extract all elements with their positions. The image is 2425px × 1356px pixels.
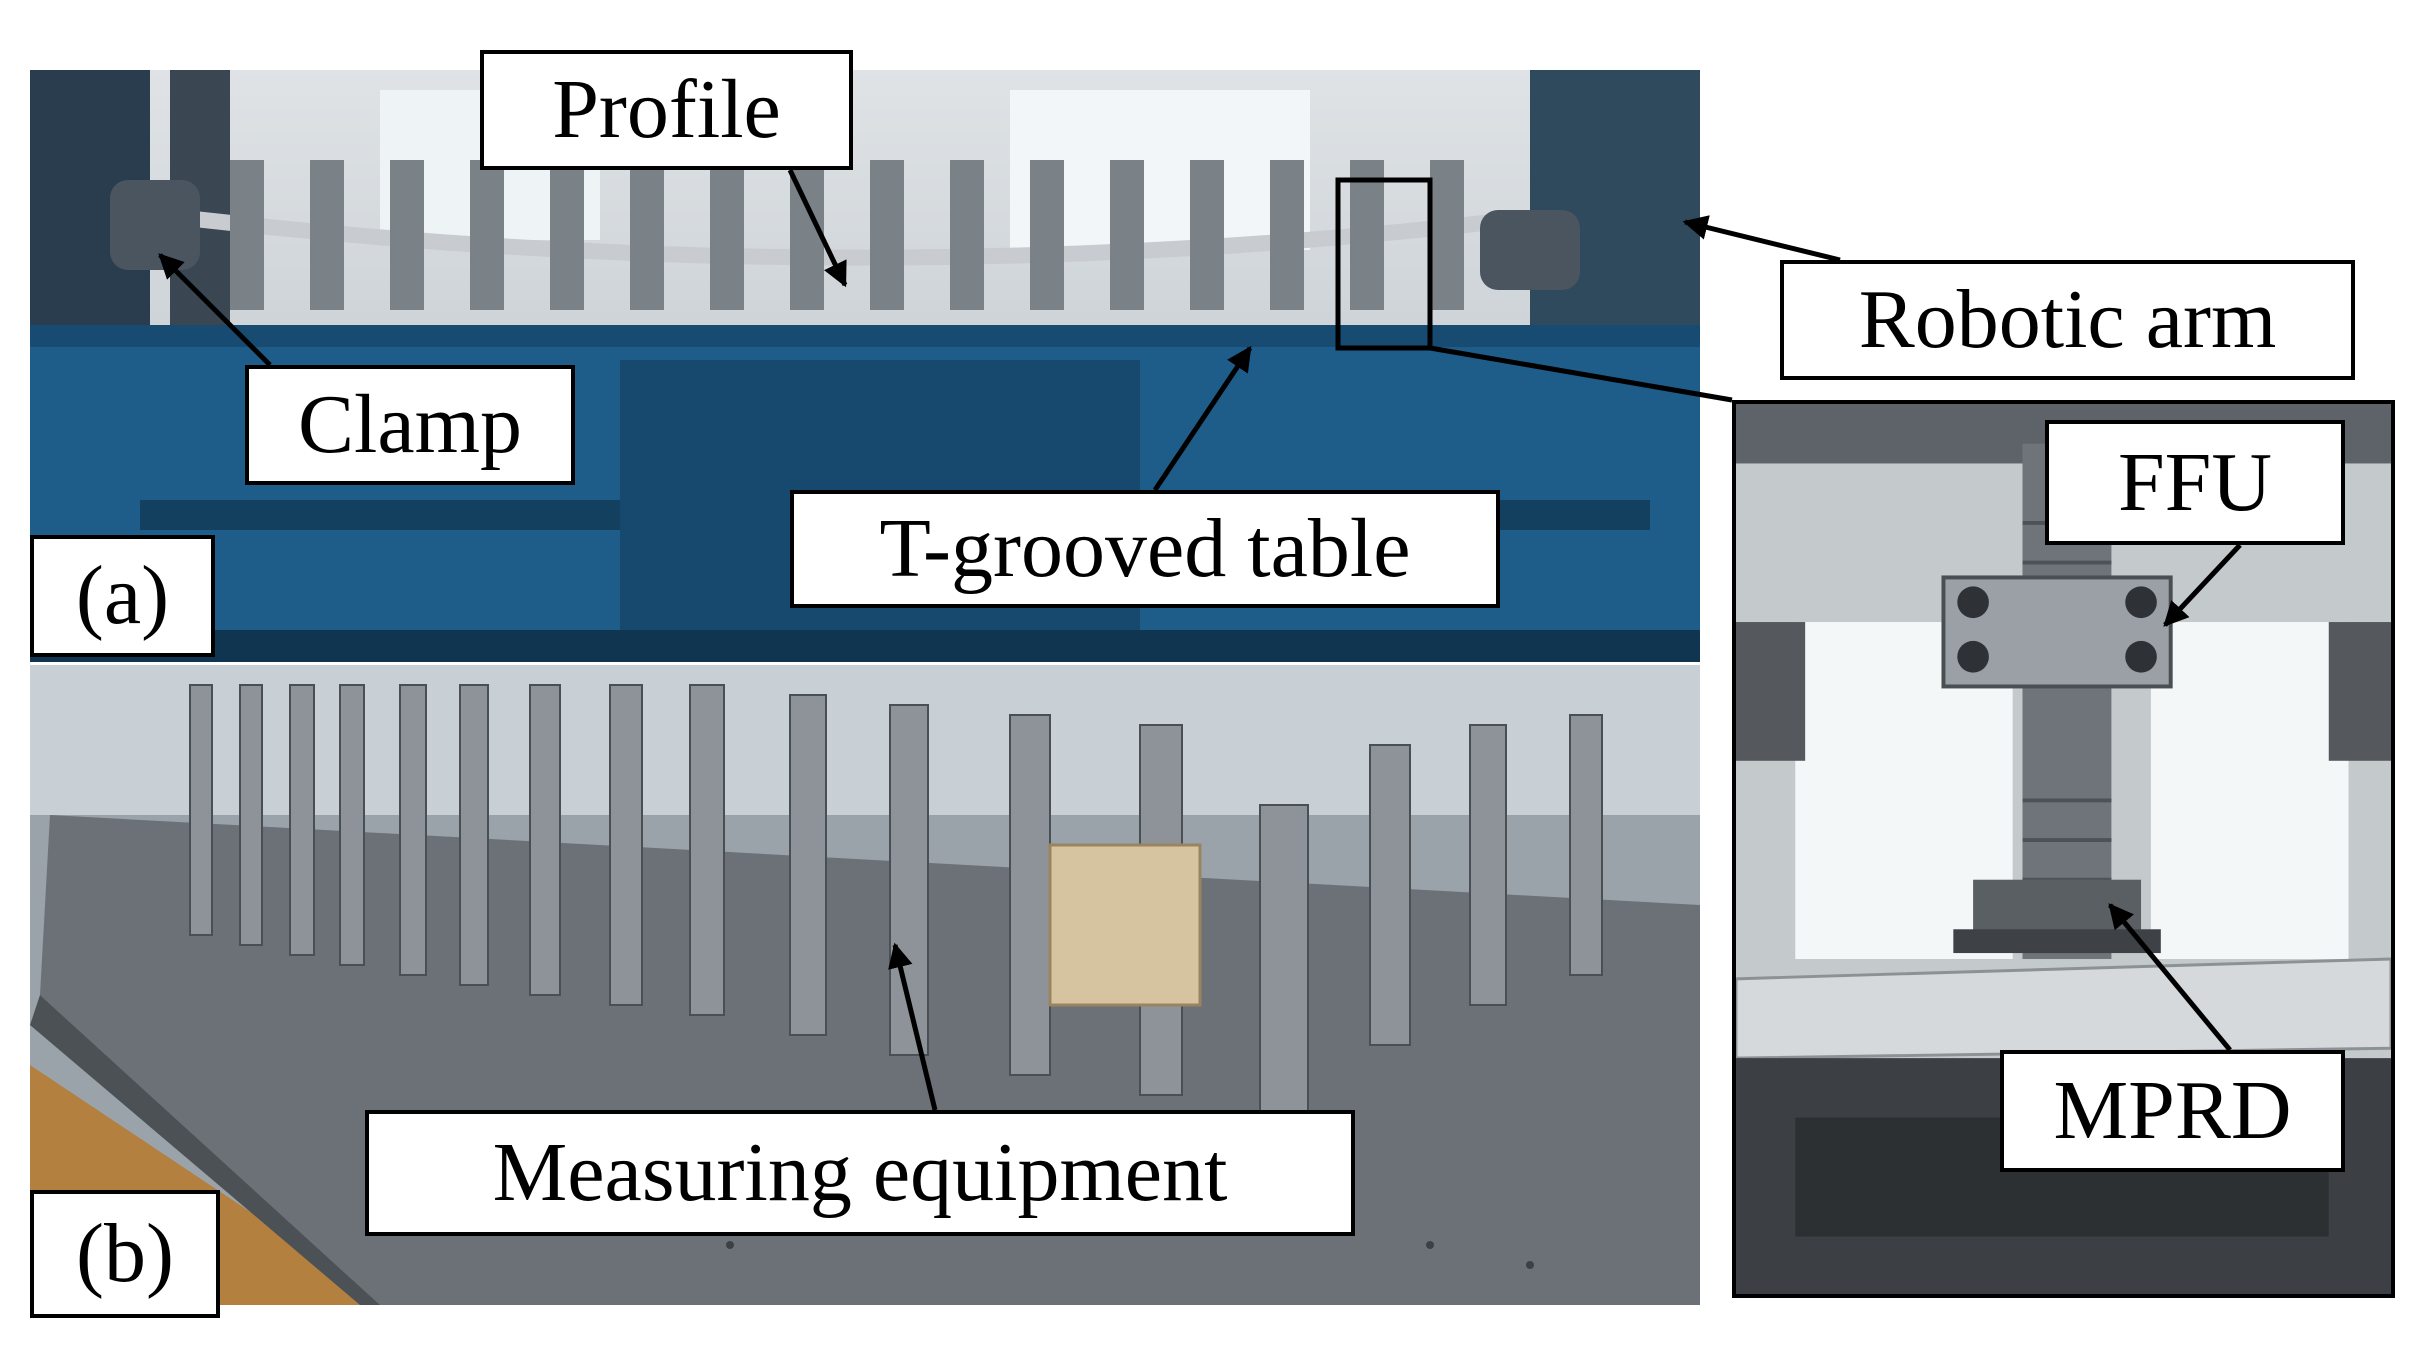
mprd-label: MPRD xyxy=(2000,1050,2345,1172)
photo-panel-detail xyxy=(1732,400,2395,1298)
panel-b-tag: (b) xyxy=(30,1190,220,1318)
photo-b-drawing xyxy=(30,665,1700,1305)
panel-a-tag: (a) xyxy=(30,535,215,657)
photo-panel-b xyxy=(30,665,1700,1305)
clamp-label: Clamp xyxy=(245,365,575,485)
robotic-arm-arrow xyxy=(1682,215,1841,263)
profile-label: Profile xyxy=(480,50,853,170)
measuring-equipment-label: Measuring equipment xyxy=(365,1110,1355,1236)
ffu-label: FFU xyxy=(2045,420,2345,545)
robotic-arm-label: Robotic arm xyxy=(1780,260,2355,380)
t-grooved-table-label: T-grooved table xyxy=(790,490,1500,608)
photo-detail-drawing xyxy=(1736,404,2391,1294)
